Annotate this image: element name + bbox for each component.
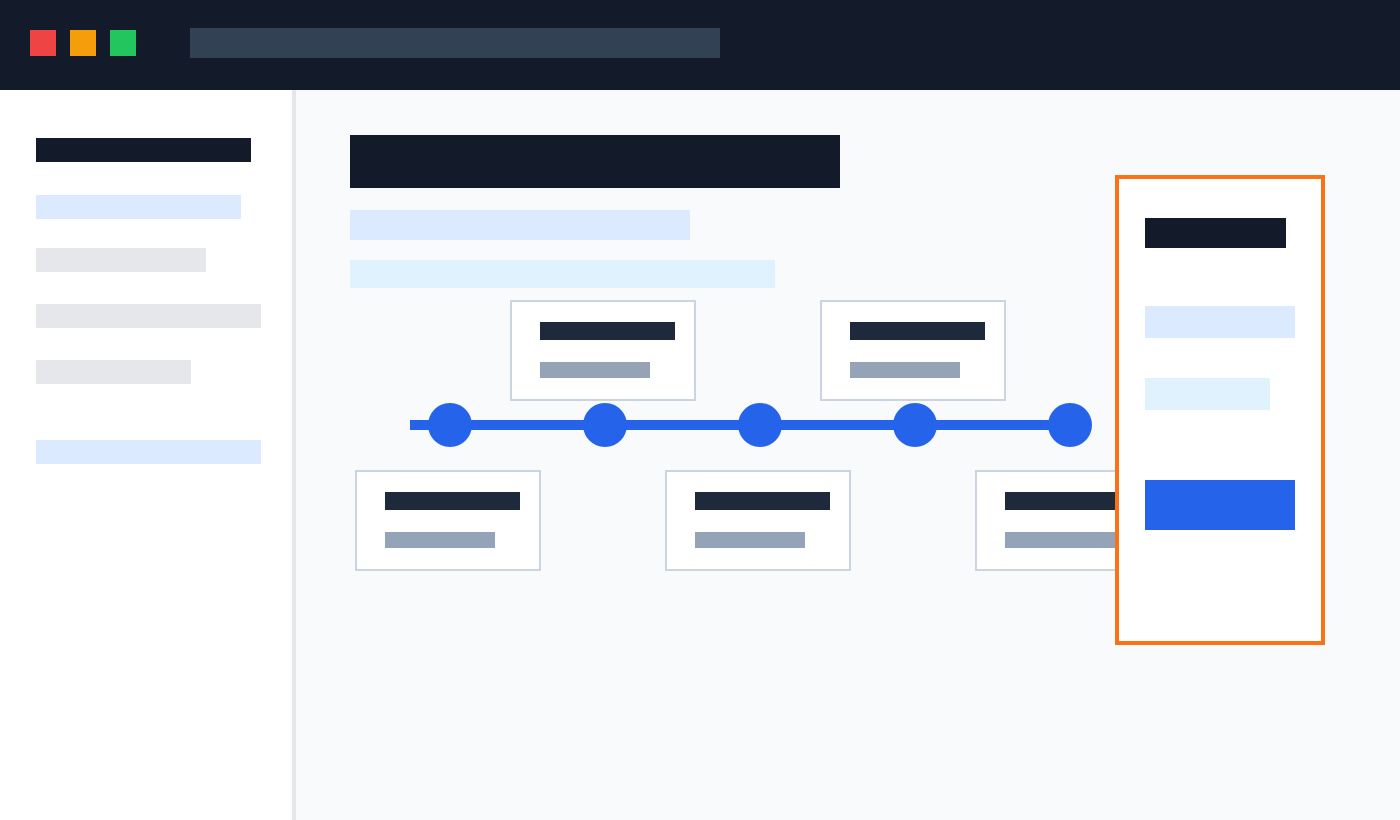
panel-field-2[interactable] [1145,378,1270,410]
sidebar-item-2[interactable] [36,248,206,272]
panel-field-1[interactable] [1145,306,1295,338]
timeline-card-title [385,492,520,510]
timeline-node[interactable] [738,403,782,447]
title-bar [0,0,1400,90]
sidebar-item-3[interactable] [36,304,261,328]
timeline-card-title [695,492,830,510]
sidebar-item-4[interactable] [36,360,191,384]
timeline-card-subtitle [850,362,960,378]
sidebar-item-1[interactable] [36,195,241,219]
timeline-card-title [850,322,985,340]
timeline-card-title [540,322,675,340]
page-title [350,135,840,188]
page-description [350,260,775,288]
timeline-card-title [1005,492,1140,510]
minimize-icon[interactable] [70,30,96,56]
timeline-card[interactable] [355,470,541,571]
timeline-node[interactable] [428,403,472,447]
timeline-card-subtitle [695,532,805,548]
sidebar [0,90,292,820]
timeline-card[interactable] [665,470,851,571]
sidebar-item-5[interactable] [36,440,261,464]
detail-panel [1115,175,1325,645]
sidebar-divider [292,90,296,820]
timeline-node[interactable] [1048,403,1092,447]
timeline-card-subtitle [540,362,650,378]
page-subtitle [350,210,690,240]
close-icon[interactable] [30,30,56,56]
timeline-card[interactable] [510,300,696,401]
timeline-node[interactable] [583,403,627,447]
maximize-icon[interactable] [110,30,136,56]
panel-action-button[interactable] [1145,480,1295,530]
address-bar[interactable] [190,28,720,58]
panel-heading [1145,218,1286,248]
sidebar-heading [36,138,251,162]
timeline-card[interactable] [820,300,1006,401]
timeline-card-subtitle [385,532,495,548]
timeline-card-subtitle [1005,532,1115,548]
timeline-node[interactable] [893,403,937,447]
